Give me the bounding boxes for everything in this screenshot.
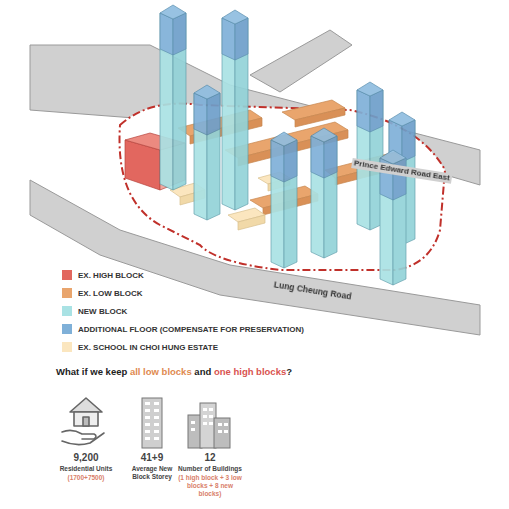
stat-value: 12 bbox=[175, 452, 245, 464]
new-towers bbox=[160, 5, 415, 285]
legend-text: EX. LOW BLOCK bbox=[78, 289, 142, 298]
legend-text: EX. HIGH BLOCK bbox=[78, 271, 144, 280]
buildings-icon bbox=[188, 403, 230, 448]
question-text: all low blocks bbox=[130, 366, 192, 377]
legend-row: EX. HIGH BLOCK bbox=[62, 270, 144, 280]
housing-icon bbox=[62, 398, 104, 445]
stat-caption: Residential Units bbox=[48, 465, 124, 473]
legend-row: EX. SCHOOL IN CHOI HUNG ESTATE bbox=[62, 342, 218, 352]
road-branch bbox=[250, 30, 352, 92]
question-line: What if we keepall low blocksandone high… bbox=[56, 366, 292, 377]
legend-swatch bbox=[62, 324, 72, 334]
stat-detail: (1 high block + 3 low blocks + 8 new blo… bbox=[178, 474, 242, 497]
legend-text: EX. SCHOOL IN CHOI HUNG ESTATE bbox=[78, 343, 218, 352]
question-text: What if we keep bbox=[56, 366, 127, 377]
legend-swatch bbox=[62, 306, 72, 316]
stat-caption: Average New Block Storey bbox=[126, 465, 178, 481]
stat-caption: Number of Buildings bbox=[172, 465, 248, 473]
legend-row: NEW BLOCK bbox=[62, 306, 127, 316]
legend-row: ADDITIONAL FLOOR (COMPENSATE FOR PRESERV… bbox=[62, 324, 304, 334]
stat-value: 41+9 bbox=[124, 452, 180, 464]
stat-detail: (1700+7500) bbox=[48, 474, 124, 482]
legend-swatch bbox=[62, 270, 72, 280]
stat-value: 9,200 bbox=[48, 452, 124, 464]
legend-swatch bbox=[62, 288, 72, 298]
legend-text: NEW BLOCK bbox=[78, 307, 127, 316]
legend-swatch bbox=[62, 342, 72, 352]
tower-icon bbox=[142, 398, 162, 448]
question-text: and bbox=[194, 366, 211, 377]
question-text: ? bbox=[286, 366, 292, 377]
legend-row: EX. LOW BLOCK bbox=[62, 288, 142, 298]
legend-text: ADDITIONAL FLOOR (COMPENSATE FOR PRESERV… bbox=[78, 325, 304, 334]
question-text: one high blocks bbox=[214, 366, 286, 377]
